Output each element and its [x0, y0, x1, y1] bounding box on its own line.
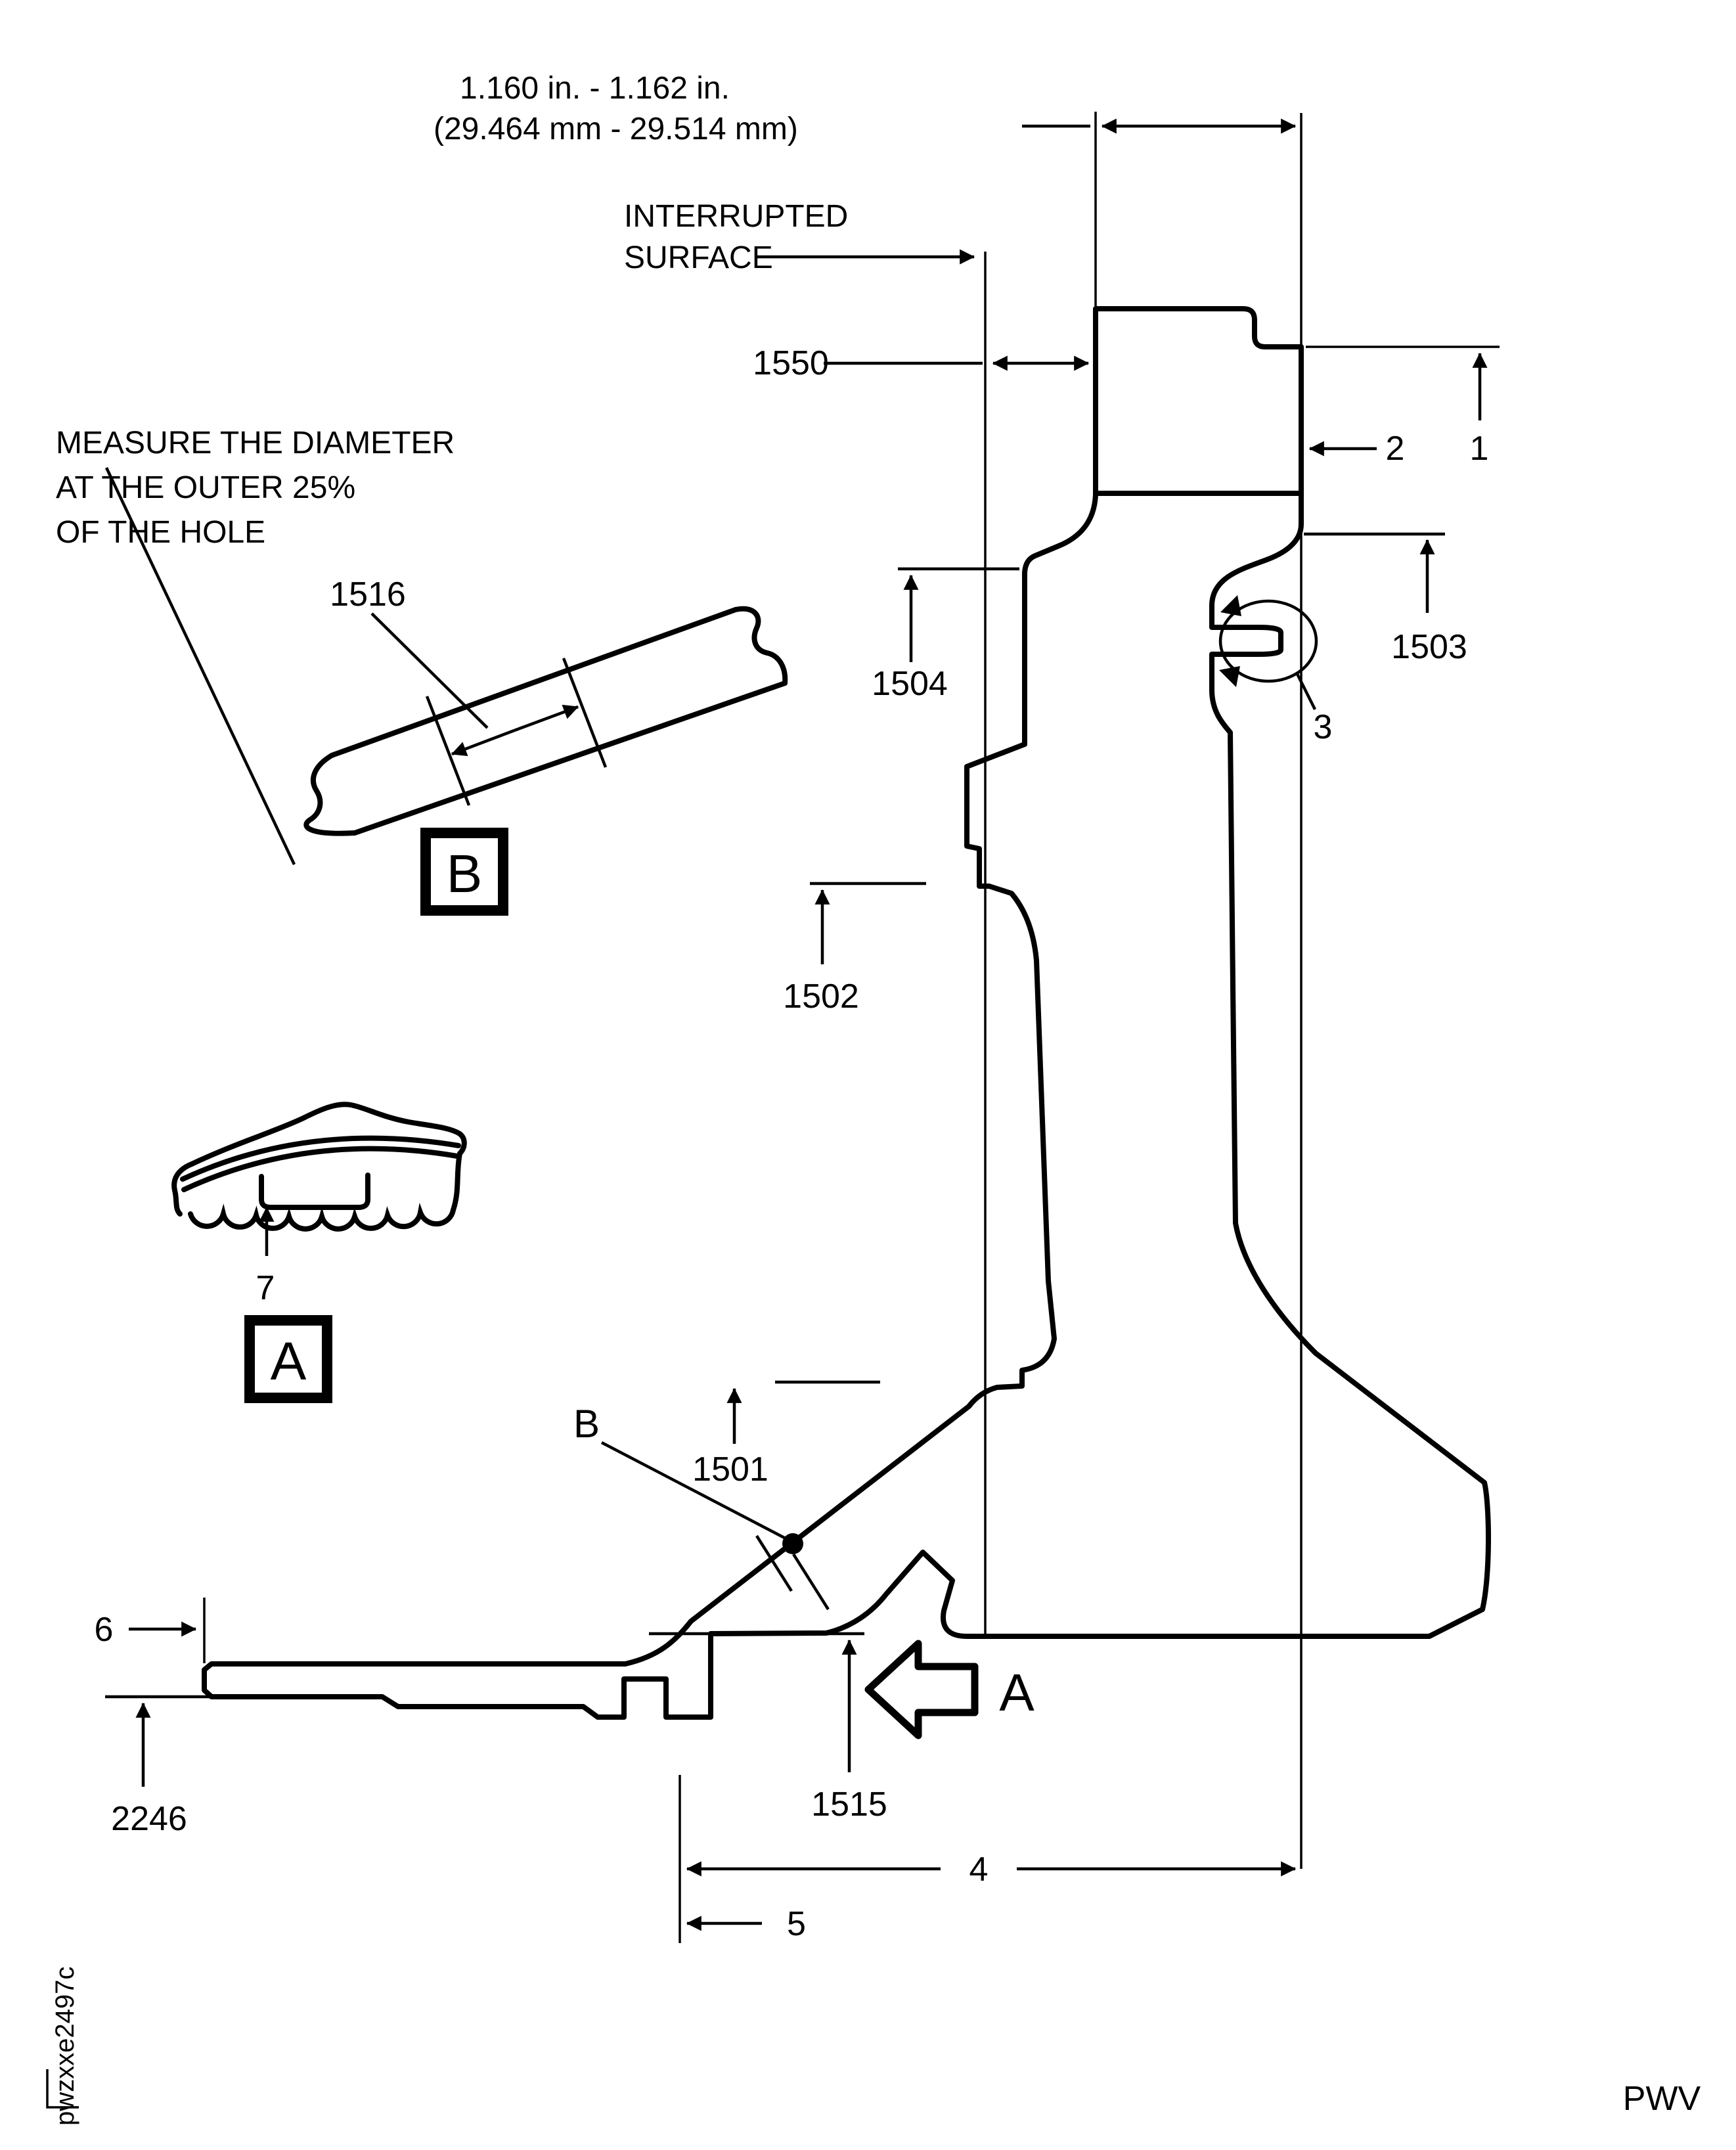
callout-2246: 2246: [111, 1800, 187, 1838]
point-label-b: B: [573, 1402, 600, 1446]
callout-3-circle: [1218, 599, 1318, 683]
measure-note-leader: [104, 467, 296, 865]
callout-1515: 1515: [811, 1785, 887, 1824]
top-dim-inches: 1.160 in. - 1.162 in.: [460, 71, 730, 106]
detail-b-box-letter: B: [447, 844, 483, 904]
callout-7: 7: [256, 1269, 275, 1307]
strut-section-tick-1: [755, 1534, 793, 1592]
callout-1504: 1504: [872, 665, 948, 703]
detail-b-box: B: [420, 828, 508, 916]
drawing-code-bracket: [46, 2069, 79, 2109]
view-arrow-label-a: A: [999, 1663, 1035, 1722]
detail-a-box-letter: A: [271, 1332, 307, 1391]
callout-1501: 1501: [692, 1450, 768, 1489]
interrupted-note-line1: INTERRUPTED: [624, 199, 848, 234]
top-dim-mm: (29.464 mm - 29.514 mm): [434, 112, 798, 146]
detail-a-box: A: [244, 1315, 332, 1403]
measure-note-line3: OF THE HOLE: [56, 515, 265, 550]
callout-1516-leader: [370, 612, 489, 729]
callout-5: 5: [787, 1905, 806, 1943]
view-direction-arrow-a: [864, 1640, 979, 1739]
callout-3-leader: [1295, 673, 1317, 711]
callout-1516: 1516: [330, 575, 406, 614]
callout-1: 1: [1470, 430, 1489, 468]
callout-3-circle-arrowhead-bottom: [1219, 666, 1240, 687]
point-b-dot: [782, 1533, 803, 1554]
callout-6: 6: [95, 1611, 114, 1649]
callout-2: 2: [1386, 430, 1405, 468]
measure-note-line1: MEASURE THE DIAMETER: [56, 426, 455, 460]
strut-section-tick-2: [792, 1553, 830, 1611]
detail-a-part: [171, 1102, 467, 1232]
watermark-pwv: PWV: [1623, 2080, 1701, 2118]
callout-4: 4: [969, 1850, 989, 1889]
point-b-leader: [600, 1441, 790, 1541]
callout-3: 3: [1314, 708, 1333, 746]
disk-cross-section-outline: [202, 306, 1491, 1720]
callout-3-circle-arrowhead-top: [1220, 595, 1241, 616]
callout-1503: 1503: [1391, 628, 1467, 666]
interrupted-note-line2: SURFACE: [624, 240, 773, 275]
measure-note-line2: AT THE OUTER 25%: [56, 470, 355, 505]
drawing-code: pwzxxe2497c: [51, 1967, 79, 2126]
detail-b-strip: [303, 606, 788, 836]
callout-1502: 1502: [783, 977, 859, 1016]
callout-1550: 1550: [753, 344, 829, 382]
